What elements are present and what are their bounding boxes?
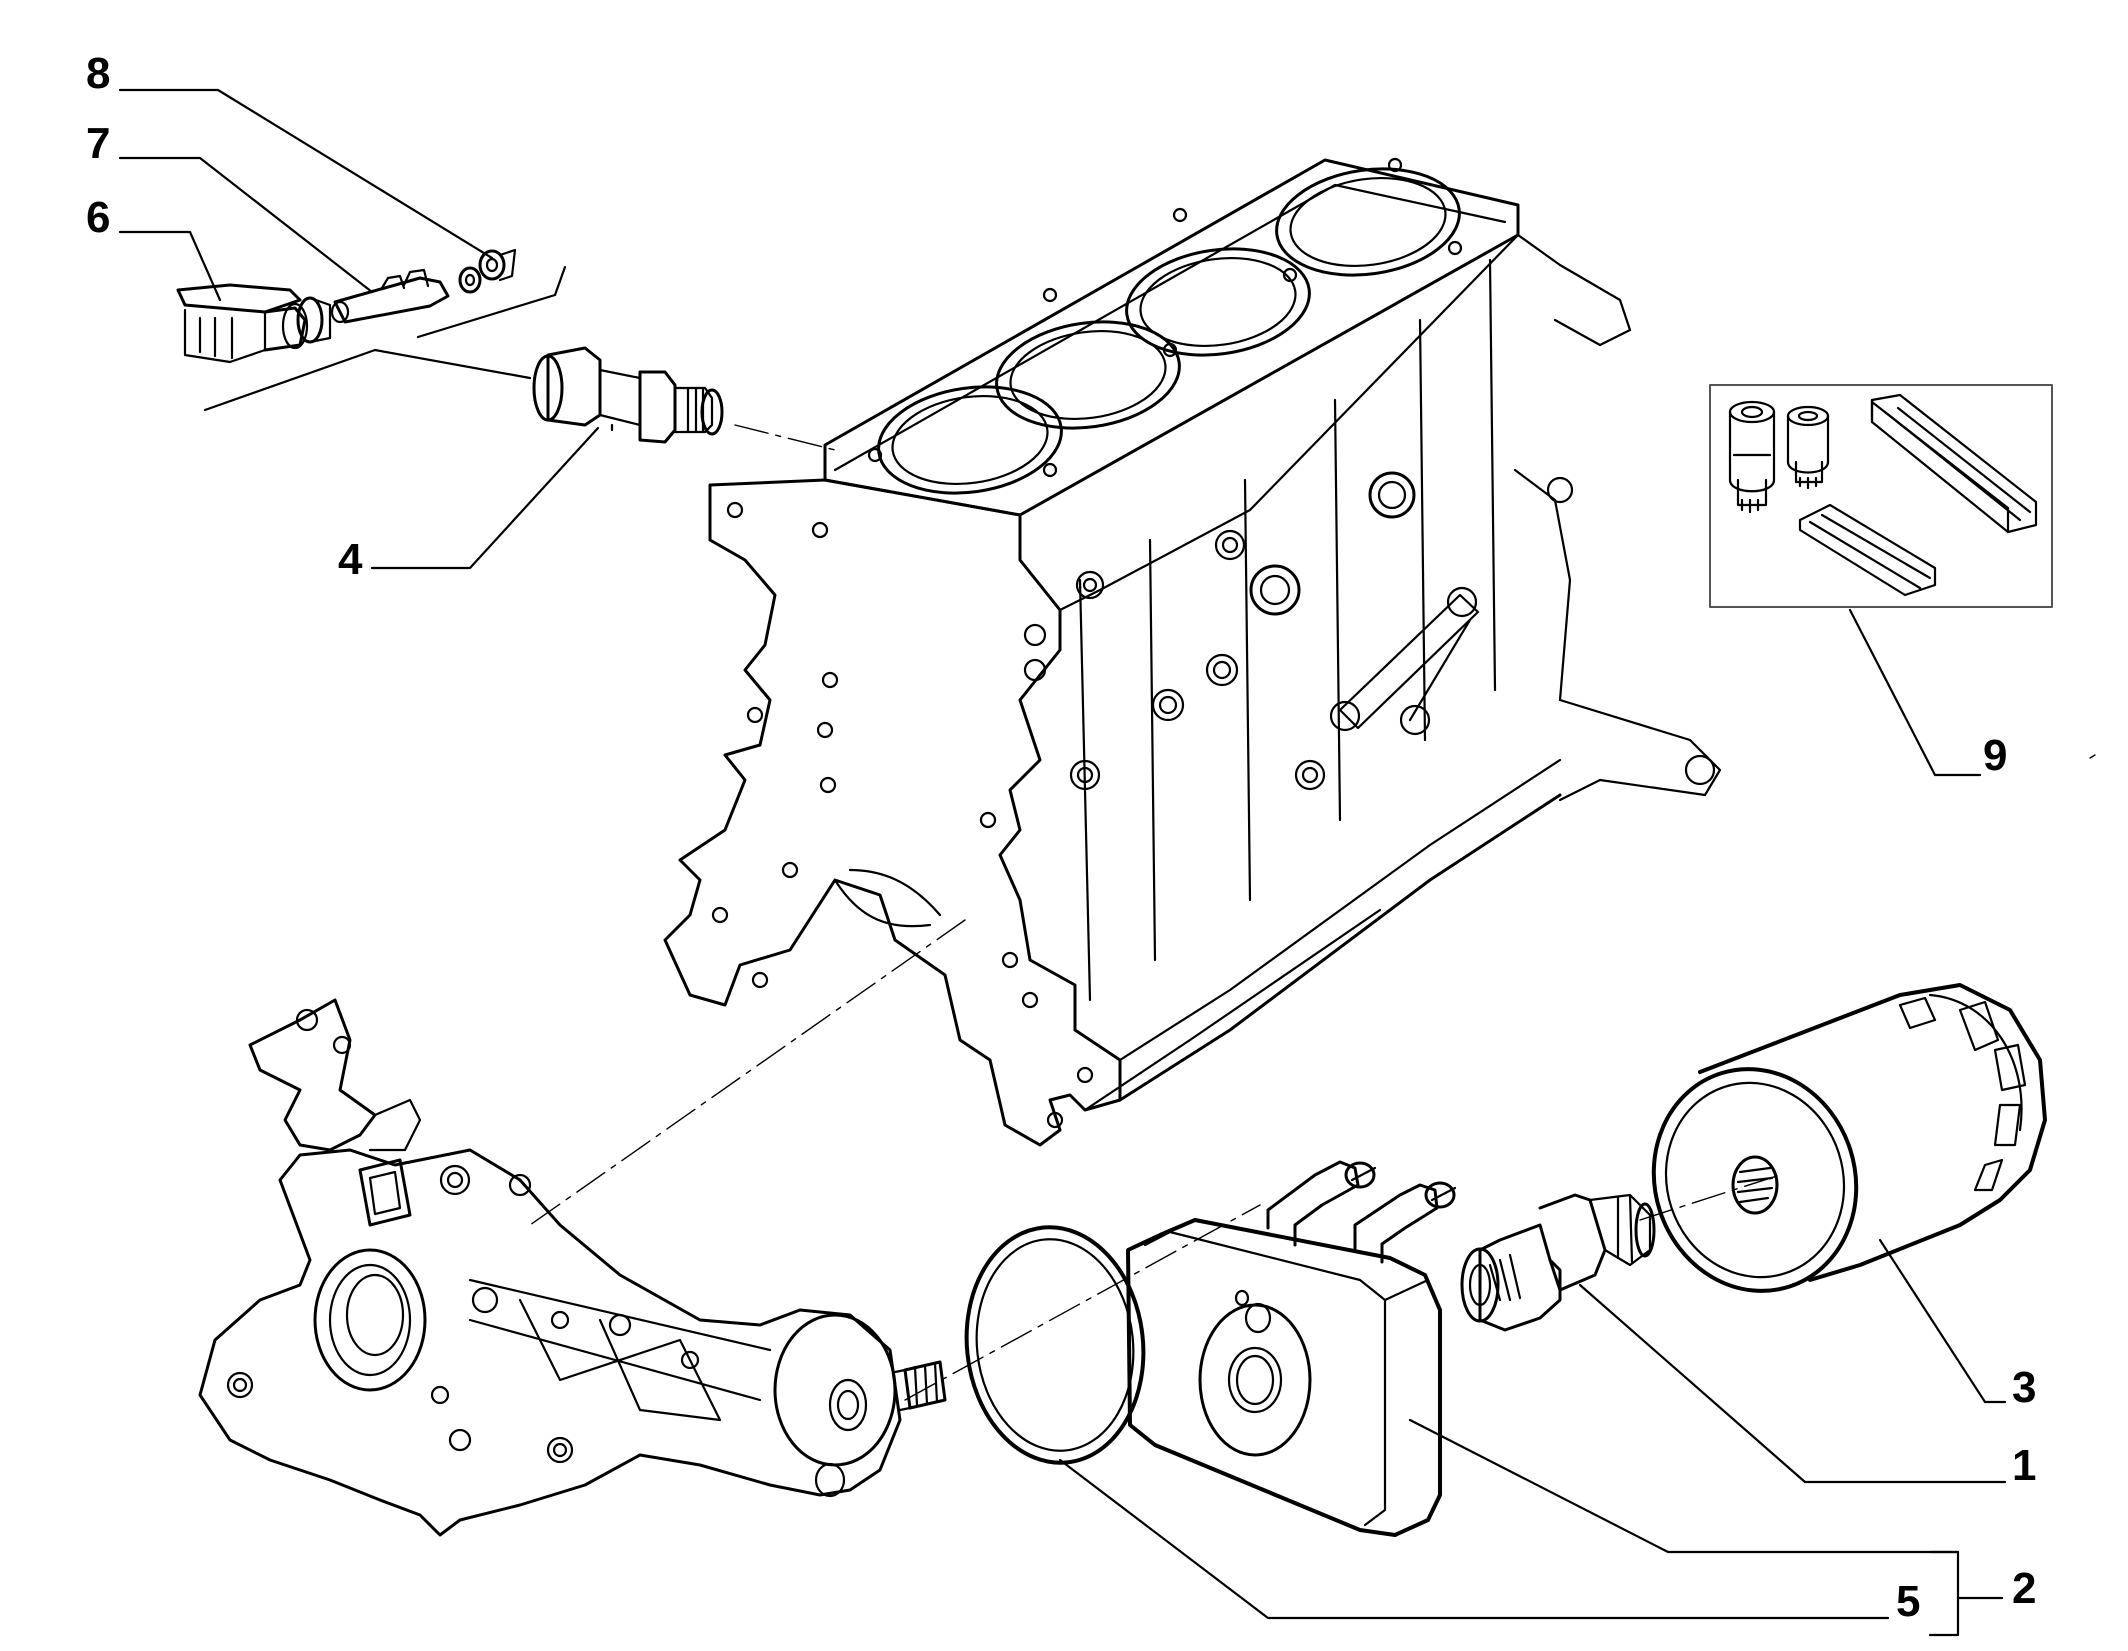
connector-part-6 — [176, 283, 332, 364]
oil-cooler-part-2 — [1126, 1160, 1457, 1537]
callout-5: 5 — [1896, 1577, 1921, 1626]
union-fitting-part-1 — [1460, 1193, 1656, 1332]
callout-7: 7 — [86, 119, 111, 168]
callout-1: 1 — [2012, 1441, 2037, 1490]
o-ring-part-5 — [964, 1225, 1146, 1465]
oil-pressure-switch-part-4 — [532, 346, 724, 444]
leader-lines — [118, 88, 2007, 1637]
alignment-centerlines — [529, 424, 2096, 1401]
filter-kit-part-9 — [1709, 384, 2053, 608]
callout-8: 8 — [86, 49, 111, 98]
seal-part-8 — [458, 248, 517, 294]
callout-2: 2 — [2012, 1564, 2037, 1613]
oil-filter-housing — [198, 998, 947, 1537]
terminal-part-7 — [330, 268, 450, 324]
callout-4: 4 — [338, 535, 363, 584]
oil-filter-part-3 — [1651, 983, 2047, 1293]
callout-6: 6 — [86, 193, 111, 242]
callout-3: 3 — [2012, 1363, 2037, 1412]
sub-assembly-bracket — [203, 265, 567, 412]
callout-9: 9 — [1983, 731, 2008, 780]
engine-block — [663, 157, 1722, 1147]
